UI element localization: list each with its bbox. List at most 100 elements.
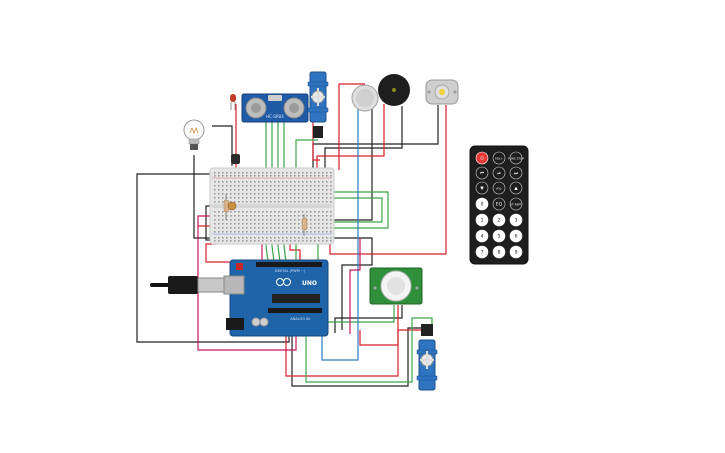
breadboard-hole [262, 211, 264, 213]
gas-sensor[interactable] [351, 84, 379, 112]
breadboard-hole [322, 172, 324, 174]
breadboard-hole [326, 231, 328, 233]
dc-motor[interactable] [425, 79, 459, 105]
breadboard-hole [218, 181, 220, 183]
remote-button[interactable] [509, 166, 523, 180]
wire-pink-servo[interactable] [349, 238, 361, 334]
breadboard-hole [302, 201, 304, 203]
remote-button[interactable] [475, 213, 489, 227]
ultrasonic-sensor[interactable]: HC-SR04 [241, 93, 309, 123]
servo-motor-bottom[interactable] [416, 324, 438, 391]
wire-black-bulb[interactable] [193, 155, 216, 239]
wire-green-right-loop-1[interactable] [330, 191, 389, 229]
wire-black-gas[interactable] [330, 106, 373, 221]
wire-green-sonar-2[interactable] [271, 122, 275, 263]
wire-black-board-right[interactable] [330, 237, 373, 330]
temperature-sensor[interactable] [231, 154, 240, 164]
red-led[interactable] [230, 94, 236, 110]
breadboard-hole [310, 189, 312, 191]
digital-pins-label: DIGITAL (PWM ~) [275, 269, 306, 273]
remote-button[interactable] [492, 245, 506, 259]
arduino-uno[interactable]: DIGITAL (PWM ~) ANALOG IN UNO [223, 259, 329, 337]
breadboard-hole [274, 193, 276, 195]
remote-button[interactable] [492, 197, 506, 211]
breadboard-hole [298, 172, 300, 174]
breadboard-hole [322, 219, 324, 221]
breadboard-hole [250, 197, 252, 199]
breadboard-hole [270, 201, 272, 203]
remote-button[interactable] [509, 197, 523, 211]
servo-motor-top[interactable] [307, 71, 329, 138]
breadboard-hole [278, 197, 280, 199]
breadboard-hole [278, 193, 280, 195]
breadboard-hole [306, 181, 308, 183]
wire-pink-left[interactable] [197, 215, 297, 351]
wire-red-left-loop[interactable] [205, 243, 230, 263]
remote-button[interactable] [475, 229, 489, 243]
wire-black-bulb-top[interactable] [212, 125, 233, 166]
breadboard-hole [222, 215, 224, 217]
remote-button[interactable] [492, 213, 506, 227]
wire-green-pir[interactable] [325, 305, 395, 333]
remote-button[interactable] [492, 181, 506, 195]
breadboard-hole [222, 172, 224, 174]
light-bulb[interactable] [183, 119, 205, 150]
breadboard-hole [278, 227, 280, 229]
wire-green-sonar-3[interactable] [277, 122, 281, 263]
breadboard-hole [286, 175, 288, 177]
breadboard-hole [266, 237, 268, 239]
remote-button[interactable] [509, 181, 523, 195]
remote-button[interactable] [492, 166, 506, 180]
pir-motion-sensor[interactable] [369, 267, 423, 305]
wire-red-motor[interactable] [329, 105, 447, 255]
breadboard-hole [238, 193, 240, 195]
wire-green-sonar-1[interactable] [265, 122, 269, 263]
remote-button[interactable] [475, 197, 489, 211]
breadboard-hole [230, 211, 232, 213]
breadboard-hole [242, 215, 244, 217]
wire-green-sonar-4[interactable] [283, 122, 287, 263]
wire-red-gas[interactable] [338, 83, 365, 170]
wire-red-buzzer[interactable] [316, 104, 385, 172]
wire-black-servo-bottom[interactable] [291, 327, 428, 387]
remote-button[interactable] [475, 245, 489, 259]
remote-button[interactable] [475, 166, 489, 180]
wire-black-pir[interactable] [334, 305, 403, 333]
wire-black-buzzer[interactable] [324, 106, 403, 170]
breadboard-hole [218, 240, 220, 242]
remote-button-label: VOL+ [495, 157, 504, 161]
breadboard-hole [314, 231, 316, 233]
remote-button[interactable] [475, 181, 489, 195]
breadboard-hole [310, 240, 312, 242]
piezo-buzzer[interactable] [378, 74, 410, 106]
wire-blue-gas[interactable] [321, 108, 359, 361]
breadboard-hole [214, 219, 216, 221]
breadboard-hole [238, 211, 240, 213]
breadboard-hole [326, 219, 328, 221]
remote-button[interactable] [509, 245, 523, 259]
reset-button[interactable] [236, 263, 243, 270]
breadboard-hole [306, 185, 308, 187]
wire-black-left-loop[interactable] [136, 173, 290, 343]
remote-button[interactable] [492, 151, 506, 165]
wire-red-servo[interactable] [285, 329, 424, 377]
breadboard-hole [322, 201, 324, 203]
breadboard-hole [330, 175, 332, 177]
remote-button[interactable] [475, 151, 489, 165]
breadboard-hole [238, 231, 240, 233]
resistor[interactable] [301, 214, 308, 236]
wire-black-motor[interactable] [312, 105, 439, 172]
photoresistor[interactable] [227, 201, 237, 211]
remote-button[interactable] [509, 151, 523, 165]
remote-button[interactable] [509, 229, 523, 243]
breadboard-hole [330, 181, 332, 183]
wire-green-servo-bottom[interactable] [305, 317, 433, 383]
breadboard-hole [330, 240, 332, 242]
remote-button[interactable] [492, 229, 506, 243]
remote-button[interactable] [509, 213, 523, 227]
breadboard-hole [314, 219, 316, 221]
wire-red-pir[interactable] [359, 305, 399, 346]
breadboard[interactable] [209, 167, 335, 245]
breadboard-hole [254, 219, 256, 221]
